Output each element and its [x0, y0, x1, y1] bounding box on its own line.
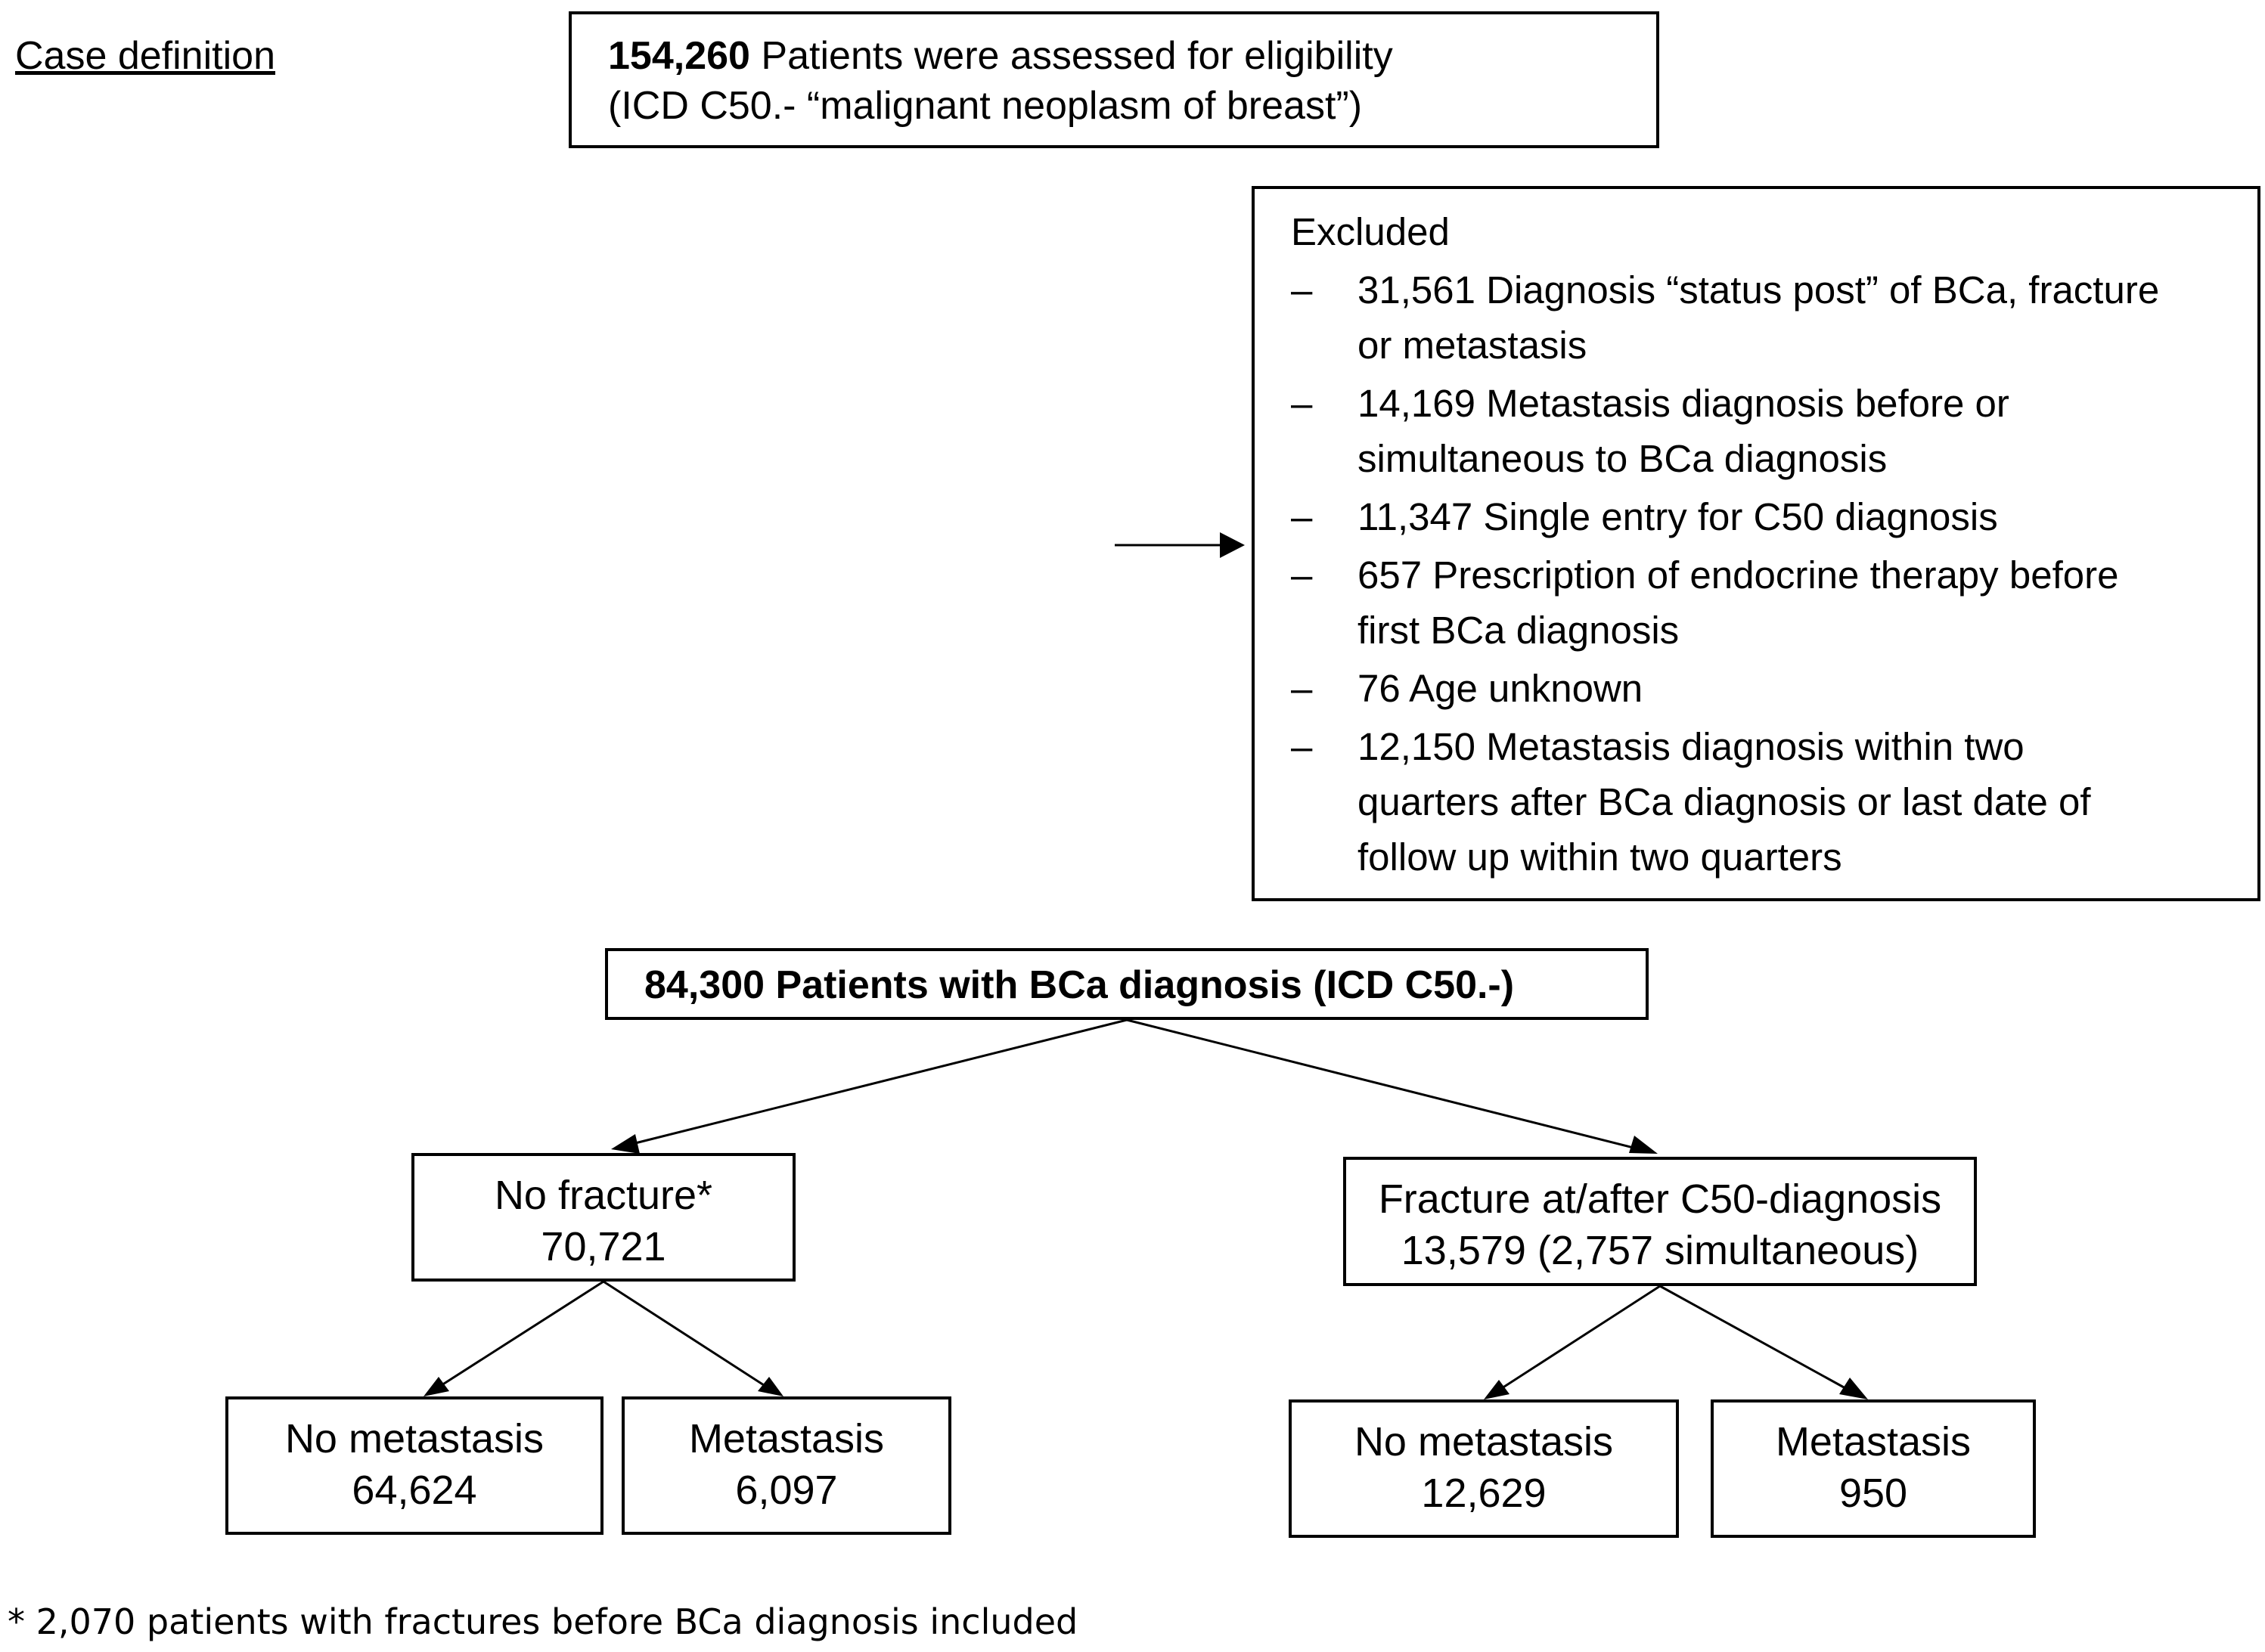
arrow-fracture-to-metastasis	[1659, 1285, 1846, 1390]
excluded-item-dash: –	[1291, 268, 1313, 311]
no-fracture-metastasis-box: Metastasis 6,097	[622, 1396, 951, 1535]
fracture-no-metastasis-box: No metastasis 12,629	[1289, 1399, 1679, 1538]
fracture-metastasis-label: Metastasis	[1775, 1419, 1972, 1464]
excluded-item-line: 31,561 Diagnosis “status post” of BCa, f…	[1357, 268, 2160, 311]
fracture-metastasis-count: 950	[1838, 1471, 1908, 1516]
fracture-no-metastasis-count: 12,629	[1421, 1471, 1547, 1516]
excluded-item-dash: –	[1291, 382, 1313, 425]
arrowhead-no-fracture	[611, 1134, 640, 1154]
excluded-item: – 657 Prescription of endocrine therapy …	[1291, 547, 2257, 658]
excluded-item-line: 11,347 Single entry for C50 diagnosis	[1357, 495, 1998, 538]
no-fracture-no-metastasis-box: No metastasis 64,624	[225, 1396, 603, 1535]
case-definition-label: Case definition	[15, 34, 275, 78]
no-fracture-label: No fracture*	[494, 1173, 713, 1218]
excluded-item: – 12,150 Metastasis diagnosis within two…	[1291, 719, 2257, 885]
excluded-item-dash: –	[1291, 725, 1313, 768]
excluded-item-line: simultaneous to BCa diagnosis	[1357, 437, 1888, 480]
excluded-item-line: 76 Age unknown	[1357, 667, 1643, 710]
assessed-count: 154,260	[608, 34, 750, 78]
fracture-no-metastasis-label: No metastasis	[1354, 1419, 1614, 1464]
fracture-count: 13,579 (2,757 simultaneous)	[1401, 1228, 1919, 1273]
excluded-item-line: 12,150 Metastasis diagnosis within two	[1357, 725, 2025, 768]
arrow-total-to-fracture	[1126, 1018, 1634, 1149]
no-fracture-no-metastasis-label: No metastasis	[284, 1416, 545, 1461]
arrow-fracture-to-no-metastasis	[1501, 1285, 1661, 1390]
excluded-item-line: quarters after BCa diagnosis or last dat…	[1357, 780, 2091, 823]
assessed-box: 154,260 Patients were assessed for eligi…	[569, 11, 1659, 148]
excluded-item: – 14,169 Metastasis diagnosis before or …	[1291, 376, 2257, 486]
excluded-item: – 76 Age unknown	[1291, 661, 2257, 716]
excluded-item-dash: –	[1291, 667, 1313, 710]
excluded-item-line: 14,169 Metastasis diagnosis before or	[1357, 382, 2009, 425]
fracture-metastasis-box: Metastasis 950	[1711, 1399, 2036, 1538]
total-patients-box: 84,300 Patients with BCa diagnosis (ICD …	[605, 948, 1649, 1020]
excluded-box: Excluded – 31,561 Diagnosis “status post…	[1252, 186, 2260, 901]
total-patients-text: 84,300 Patients with BCa diagnosis (ICD …	[644, 963, 1515, 1007]
no-fracture-box: No fracture* 70,721	[411, 1153, 796, 1282]
excluded-item-line: follow up within two quarters	[1357, 835, 1842, 879]
arrowhead-nm1	[424, 1377, 449, 1396]
no-fracture-metastasis-count: 6,097	[735, 1468, 838, 1513]
excluded-item-line: or metastasis	[1357, 324, 1587, 367]
arrow-no-fracture-to-no-metastasis	[441, 1280, 604, 1387]
footnote: * 2,070 patients with fractures before B…	[8, 1601, 1078, 1642]
no-fracture-metastasis-label: Metastasis	[688, 1416, 885, 1461]
assessed-text: Patients were assessed for eligibility	[749, 34, 1393, 78]
excluded-item-dash: –	[1291, 553, 1313, 597]
arrowhead-m1	[758, 1377, 783, 1396]
excluded-item-line: first BCa diagnosis	[1357, 609, 1680, 652]
arrowhead-excluded	[1220, 532, 1245, 558]
arrow-total-to-no-fracture	[635, 1018, 1128, 1145]
no-fracture-count: 70,721	[541, 1224, 666, 1269]
fracture-box: Fracture at/after C50-diagnosis 13,579 (…	[1343, 1157, 1977, 1286]
arrowhead-nm2	[1484, 1380, 1509, 1399]
assessed-line-2: (ICD C50.- “malignant neoplasm of breast…	[608, 84, 1363, 128]
assessed-line-1: 154,260 Patients were assessed for eligi…	[608, 31, 1656, 81]
excluded-heading: Excluded	[1291, 210, 1450, 253]
excluded-item-dash: –	[1291, 495, 1313, 538]
arrowhead-fracture	[1629, 1136, 1658, 1154]
arrow-no-fracture-to-metastasis	[603, 1280, 765, 1387]
excluded-item: – 31,561 Diagnosis “status post” of BCa,…	[1291, 262, 2257, 373]
excluded-list: – 31,561 Diagnosis “status post” of BCa,…	[1291, 262, 2257, 885]
excluded-item: – 11,347 Single entry for C50 diagnosis	[1291, 489, 2257, 544]
no-fracture-no-metastasis-count: 64,624	[352, 1468, 477, 1513]
fracture-label: Fracture at/after C50-diagnosis	[1378, 1176, 1942, 1222]
arrowhead-m2	[1839, 1378, 1868, 1399]
excluded-item-line: 657 Prescription of endocrine therapy be…	[1357, 553, 2119, 597]
